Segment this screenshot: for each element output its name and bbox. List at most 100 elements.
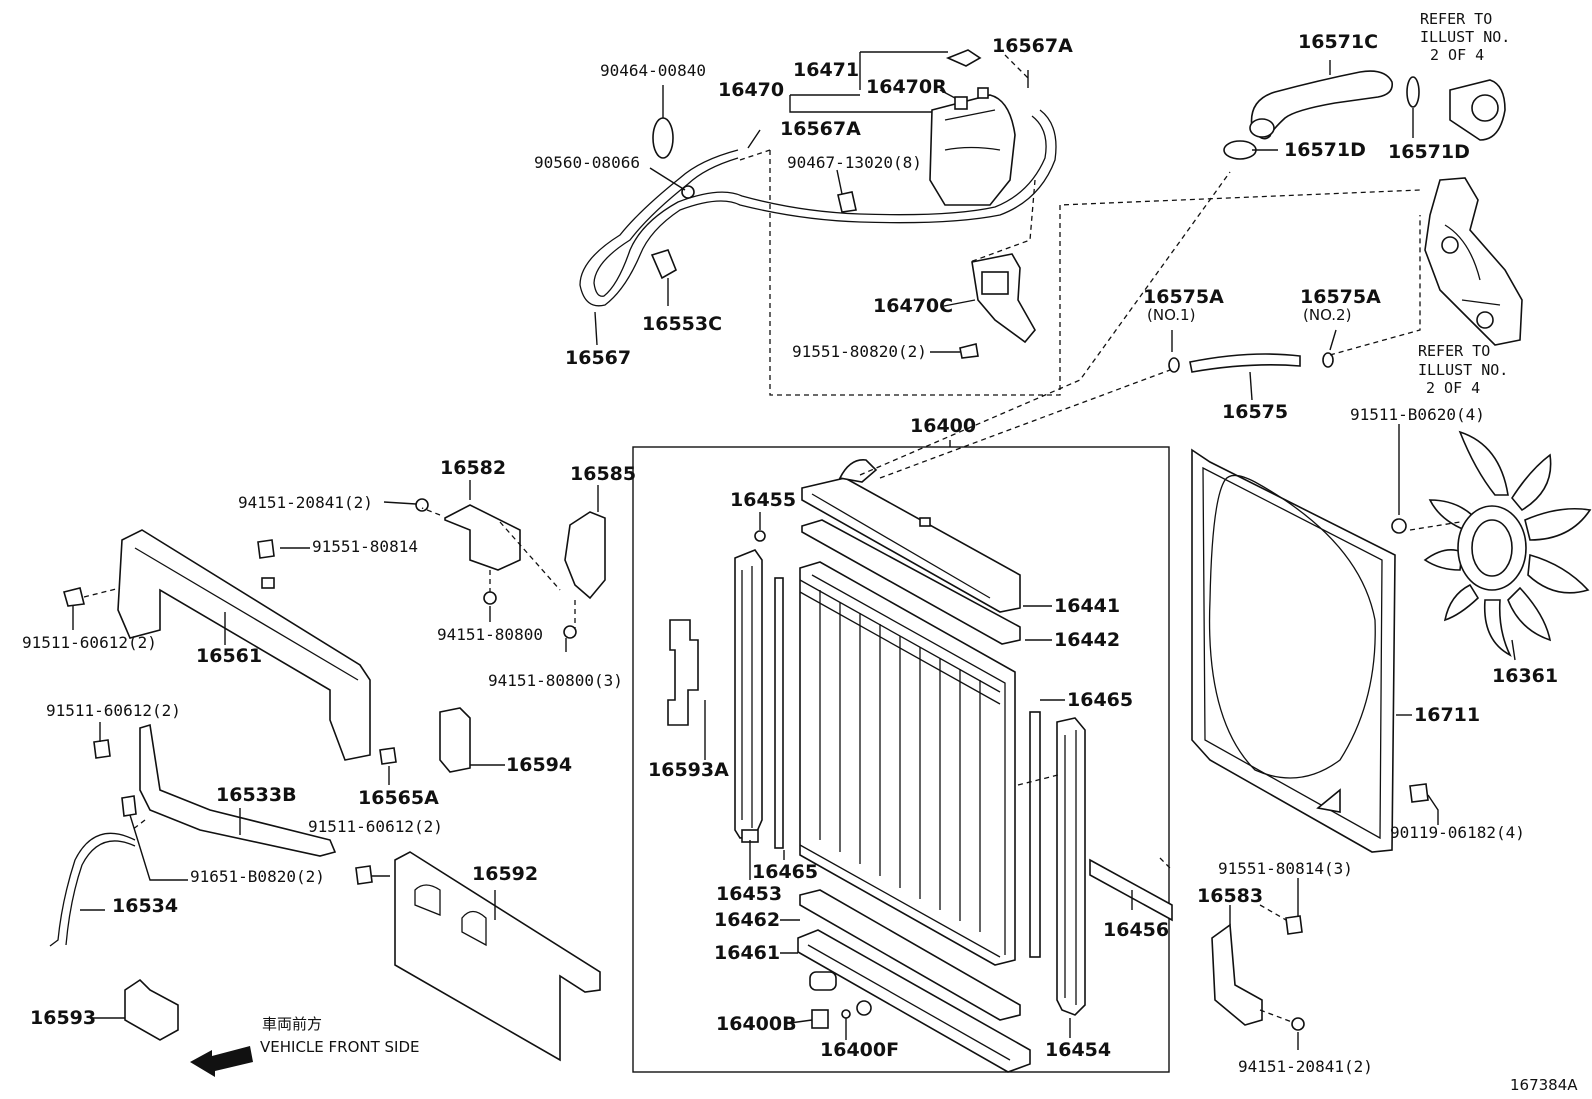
label-16567: 16567 (565, 347, 631, 369)
water-inlet (1449, 79, 1506, 141)
label-16593: 16593 (30, 1007, 96, 1029)
nut-94151-80800-3 (563, 625, 577, 639)
side-support-16454 (1056, 717, 1086, 1016)
label-16561: 16561 (196, 645, 262, 667)
label-16575: 16575 (1222, 401, 1288, 423)
upper-tank-16441 (801, 459, 1021, 613)
part-labels: 16400 16441 16442 16455 16465 16465 1645… (22, 31, 1558, 1076)
rod-16534 (49, 832, 136, 947)
label-16453: 16453 (716, 883, 782, 905)
label-16553c: 16553C (642, 313, 722, 335)
label-16470c: 16470C (873, 295, 953, 317)
label-91511-60612-b: 91511-60612(2) (46, 701, 181, 720)
label-16593a: 16593A (648, 759, 729, 781)
label-16583: 16583 (1197, 885, 1263, 907)
label-16575a-no1: 16575A (1143, 286, 1224, 308)
label-90119-06182: 90119-06182(4) (1390, 823, 1525, 842)
label-16571c: 16571C (1298, 31, 1378, 53)
label-91551-80820: 91551-80820(2) (792, 342, 927, 361)
label-16592: 16592 (472, 863, 538, 885)
fan-16361 (1423, 430, 1592, 657)
radiator-assembly-frame (632, 446, 1170, 1073)
bolt-16455 (754, 530, 766, 542)
label-16471: 16471 (793, 59, 859, 81)
water-outlet-housing (1424, 177, 1523, 346)
refer-top-line-3: 2 OF 4 (1430, 46, 1484, 64)
plate-16456 (1089, 858, 1173, 922)
label-16465-left: 16465 (752, 861, 818, 883)
bolt-90119 (1409, 783, 1429, 803)
bolt-91551-80814 (257, 539, 275, 559)
label-16585: 16585 (570, 463, 636, 485)
label-94151-20841-bot: 94151-20841(2) (1238, 1057, 1373, 1076)
clip-90464 (652, 117, 674, 159)
label-16400f: 16400F (820, 1039, 899, 1061)
nut-94151-20841-top (415, 498, 429, 512)
label-16582: 16582 (440, 457, 506, 479)
bracket-16585 (564, 511, 606, 600)
label-94151-20841-top: 94151-20841(2) (238, 493, 373, 512)
nut-94151-80800 (483, 591, 497, 605)
label-no2: (NO.2) (1303, 306, 1351, 324)
bolt-91511-60612-c (355, 865, 373, 885)
label-16565a: 16565A (358, 787, 439, 809)
bolt-91511-60612-a (63, 587, 85, 607)
block-16594 (439, 707, 471, 773)
front-note-en: VEHICLE FRONT SIDE (260, 1038, 420, 1056)
label-16567a-top: 16567A (992, 35, 1073, 57)
label-16571d-right: 16571D (1388, 141, 1470, 163)
label-16465-right: 16465 (1067, 689, 1133, 711)
label-16470: 16470 (718, 79, 784, 101)
bracket-16593 (124, 978, 179, 1041)
label-91511-b0620: 91511-B0620(4) (1350, 405, 1485, 424)
label-94151-80800-3: 94151-80800(3) (488, 671, 623, 690)
label-91551-80814: 91551-80814 (312, 537, 418, 556)
bolt-16565a (379, 747, 397, 765)
bolt-91651 (121, 795, 137, 817)
clip-90467 (837, 191, 857, 213)
cover-16592 (394, 851, 601, 1062)
label-16461: 16461 (714, 942, 780, 964)
label-16400b: 16400B (716, 1013, 797, 1035)
reserve-tank-16470 (929, 49, 1016, 206)
bolt-91551-80820 (959, 343, 979, 359)
clamp-16571d-a (1223, 140, 1257, 160)
bracket-16593a (667, 619, 699, 726)
bracket-16582 (444, 504, 521, 571)
hose-16575 (1168, 352, 1334, 373)
label-16533b: 16533B (216, 784, 297, 806)
seal-16465-right (1029, 711, 1041, 958)
label-16456: 16456 (1103, 919, 1169, 941)
label-91511-60612-a: 91511-60612(2) (22, 633, 157, 652)
refer-mid-line-3: 2 OF 4 (1426, 379, 1480, 397)
refer-note-top: REFER TO ILLUST NO. 2 OF 4 (1420, 10, 1510, 64)
label-16575a-no2: 16575A (1300, 286, 1381, 308)
clip-90560 (681, 185, 695, 199)
bracket-16533b (139, 723, 337, 857)
figure-id: 167384A (1510, 1076, 1578, 1094)
nut-91511-b0620 (1391, 518, 1407, 534)
label-91551-80814-3: 91551-80814(3) (1218, 859, 1353, 878)
fan-shroud-16711 (1191, 448, 1396, 853)
lower-tank-16461 (797, 929, 1031, 1073)
label-94151-80800: 94151-80800 (437, 625, 543, 644)
bracket-16470c (971, 253, 1036, 344)
dashed-reference-lines (83, 54, 1461, 1023)
refer-mid-line-2: ILLUST NO. (1418, 361, 1508, 379)
label-16571d-left: 16571D (1284, 139, 1366, 161)
label-16400: 16400 (910, 415, 976, 437)
label-16361: 16361 (1492, 665, 1558, 687)
front-arrow (190, 1046, 253, 1077)
drain-cock-16400b (809, 971, 872, 1029)
label-16534: 16534 (112, 895, 178, 917)
gasket-16462 (799, 889, 1021, 1021)
bracket-16583 (1211, 923, 1263, 1026)
label-16470r: 16470R (866, 76, 947, 98)
clamp-16553c (650, 249, 678, 280)
label-16462: 16462 (714, 909, 780, 931)
refer-top-line-1: REFER TO (1420, 10, 1492, 28)
label-16442: 16442 (1054, 629, 1120, 651)
hose-16571c (1249, 70, 1394, 140)
